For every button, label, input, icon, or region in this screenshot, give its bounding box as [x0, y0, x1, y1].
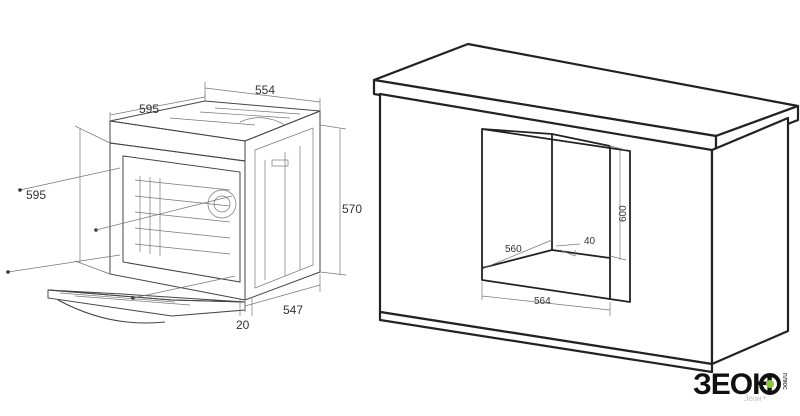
- oven-dimension-lines: [6, 82, 347, 316]
- cabinet-side: [710, 116, 790, 366]
- niche-dimension-lines: [481, 145, 627, 316]
- oven-cavity: [122, 155, 241, 283]
- side-bracket: [271, 159, 289, 167]
- dim-side-height: 570: [342, 202, 362, 216]
- oven-drawing: 595 554 595 570 547 20: [6, 82, 362, 332]
- brand-logo: ЗЕОН плюс: [693, 367, 793, 403]
- dim-niche-depth: 560: [505, 244, 522, 255]
- control-panel: [109, 120, 246, 162]
- logo-subtext: плюс: [781, 373, 788, 390]
- dim-niche-gap: 40: [584, 236, 596, 247]
- dim-depth: 554: [255, 83, 275, 97]
- niche-inner: [481, 128, 611, 300]
- fan-cover: [207, 189, 237, 219]
- door-handle: [57, 299, 166, 324]
- dim-door-thickness: 20: [236, 318, 250, 332]
- cabinet-drawing: 560 40 600 564: [372, 42, 800, 374]
- cabinet-plinth: [378, 310, 714, 374]
- dim-front-height: 595: [26, 188, 46, 202]
- oven-racks: [134, 179, 231, 255]
- dim-niche-height: 600: [618, 205, 629, 222]
- watermark: Зеон+: [744, 393, 768, 403]
- niche-opening: [481, 128, 631, 303]
- dim-front-width: 595: [139, 102, 159, 116]
- dim-niche-width: 564: [534, 296, 551, 307]
- logo-ring-icon: [759, 373, 781, 395]
- dim-side-depth: 547: [283, 303, 303, 317]
